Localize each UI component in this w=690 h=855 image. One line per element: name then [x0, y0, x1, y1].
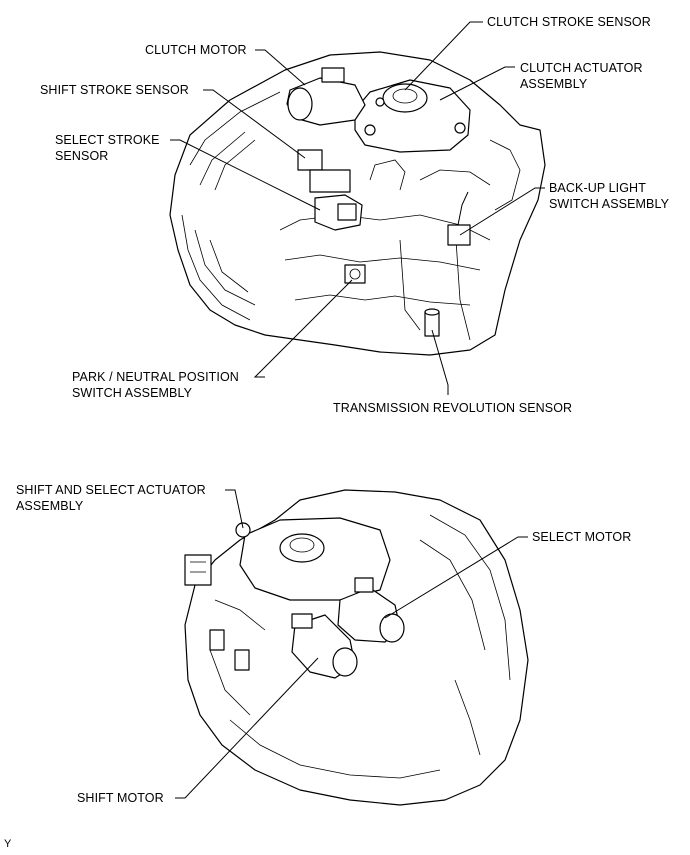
label-clutch-stroke-sensor: CLUTCH STROKE SENSOR	[487, 15, 651, 29]
label-select-stroke-sensor: SELECT STROKE SENSOR	[55, 133, 160, 163]
label-select-motor: SELECT MOTOR	[532, 530, 632, 544]
label-shift-and-select-actuator-assembly: SHIFT AND SELECT ACTUATOR ASSEMBLY	[16, 483, 206, 513]
label-clutch-actuator-assembly: CLUTCH ACTUATOR ASSEMBLY	[520, 61, 643, 91]
label-transmission-revolution-sensor: TRANSMISSION REVOLUTION SENSOR	[333, 401, 573, 415]
leader-shift-stroke-sensor	[203, 89, 306, 159]
leader-transmission-revolution	[431, 329, 449, 395]
upper-transmission-illustration	[169, 51, 546, 356]
leader-back-up-light	[459, 187, 545, 236]
leader-select-stroke-sensor	[170, 139, 321, 211]
leader-select-motor	[384, 536, 528, 619]
label-shift-motor: SHIFT MOTOR	[77, 791, 164, 805]
label-back-up-light-switch-assembly: BACK-UP LIGHT SWITCH ASSEMBLY	[549, 181, 670, 211]
label-shift-stroke-sensor: SHIFT STROKE SENSOR	[40, 83, 189, 97]
lower-transmission-illustration	[184, 489, 529, 806]
leader-shift-motor	[175, 657, 319, 799]
label-clutch-motor: CLUTCH MOTOR	[145, 43, 247, 57]
leader-clutch-motor	[255, 49, 306, 86]
leader-park-neutral	[253, 279, 353, 378]
leader-clutch-actuator	[439, 66, 515, 101]
leader-shift-select-actuator	[225, 489, 244, 529]
label-park-neutral-position-switch-assembly: PARK / NEUTRAL POSITION SWITCH ASSEMBLY	[72, 370, 239, 400]
leader-lines	[170, 21, 545, 799]
corner-mark: Y	[4, 838, 12, 850]
leader-clutch-stroke-sensor	[404, 21, 483, 91]
